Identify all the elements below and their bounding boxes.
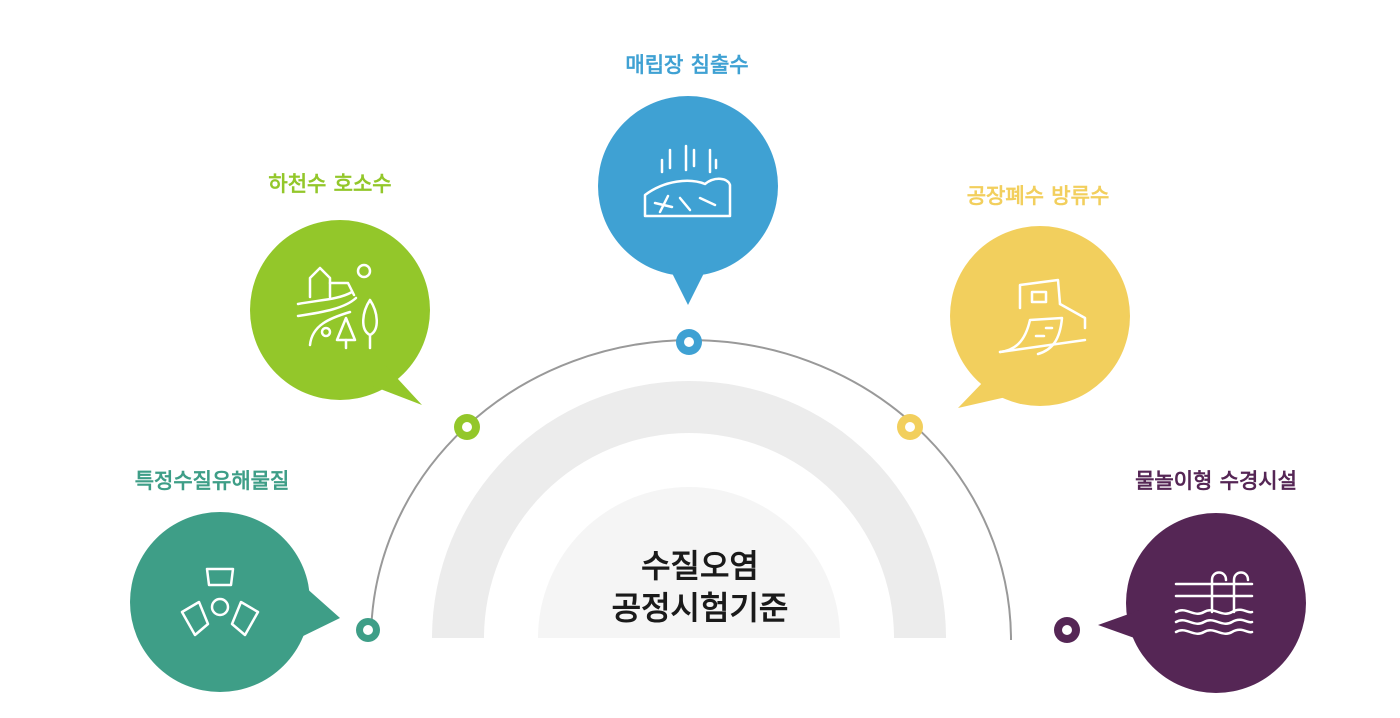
- label-landfill: 매립장 침출수: [625, 53, 749, 77]
- label-river: 하천수 호소수: [268, 172, 392, 196]
- bubble-water-play-facility: [1098, 513, 1306, 693]
- label-factory: 공장폐수 방류수: [966, 184, 1110, 208]
- factory-discharge-icon: [998, 278, 1087, 356]
- radiation-icon: [180, 567, 260, 637]
- center-title: 수질오염 공정시험기준: [612, 545, 789, 629]
- landfill-icon: [643, 144, 732, 218]
- center-rainbow: [432, 381, 946, 638]
- center-title-line1: 수질오염: [641, 547, 759, 585]
- bubble-river-lake-water: [250, 220, 430, 405]
- label-water-play: 물놀이형 수경시설: [1135, 469, 1297, 493]
- bubble-landfill-leachate: [598, 96, 778, 305]
- center-title-line2: 공정시험기준: [611, 589, 789, 627]
- rainbow-inner-band: [538, 487, 840, 638]
- bubble-hazardous-substances: [130, 512, 340, 692]
- village-river-icon: [296, 263, 378, 350]
- bubble-factory-effluent: [950, 226, 1130, 408]
- label-hazardous: 특정수질유해물질: [134, 469, 290, 493]
- pool-ladder-icon: [1174, 571, 1254, 635]
